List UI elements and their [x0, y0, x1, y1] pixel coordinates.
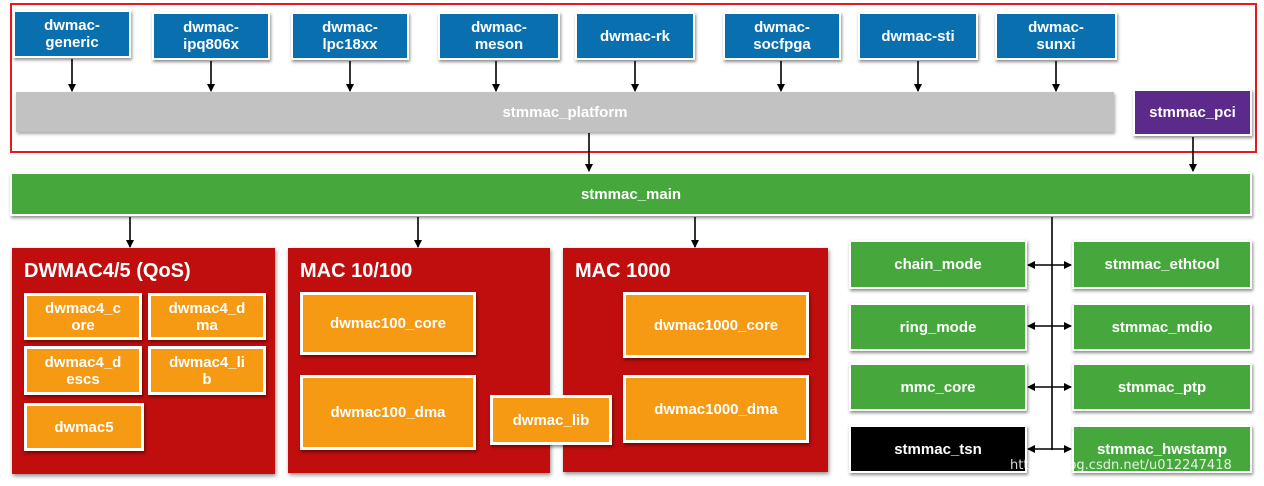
dwmac-sunxi-box[interactable]: dwmac- sunxi — [995, 12, 1117, 60]
dwmac-rk-box[interactable]: dwmac-rk — [575, 12, 695, 60]
stmmac-main-bar[interactable]: stmmac_main — [10, 172, 1252, 216]
stmmac-tsn-box[interactable]: stmmac_tsn — [849, 425, 1027, 473]
dwmac1000-core-box[interactable]: dwmac1000_core — [623, 292, 809, 358]
dwmac-socfpga-box[interactable]: dwmac- socfpga — [723, 12, 841, 60]
chain-mode-box[interactable]: chain_mode — [849, 240, 1027, 289]
stmmac-ethtool-box[interactable]: stmmac_ethtool — [1072, 240, 1252, 289]
dwmac100-core-box[interactable]: dwmac100_core — [300, 292, 476, 355]
stmmac-ptp-box[interactable]: stmmac_ptp — [1072, 363, 1252, 411]
dwmac4-5-panel-title: DWMAC4/5 (QoS) — [24, 260, 191, 282]
stmmac-mdio-box[interactable]: stmmac_mdio — [1072, 303, 1252, 351]
stmmac-platform-bar[interactable]: stmmac_platform — [16, 92, 1114, 132]
ring-mode-box[interactable]: ring_mode — [849, 303, 1027, 351]
platform-layer-outline — [10, 3, 1257, 153]
mac-10-100-panel-title: MAC 10/100 — [300, 260, 413, 282]
stmmac-pci-box[interactable]: stmmac_pci — [1133, 89, 1252, 136]
dwmac-sti-box[interactable]: dwmac-sti — [858, 12, 978, 60]
dwmac100-dma-box[interactable]: dwmac100_dma — [300, 375, 476, 450]
mmc-core-box[interactable]: mmc_core — [849, 363, 1027, 411]
dwmac1000-dma-box[interactable]: dwmac1000_dma — [623, 375, 809, 443]
watermark: https://blog.csdn.net/u012247418 — [1010, 458, 1232, 473]
dwmac5-box[interactable]: dwmac5 — [24, 403, 144, 451]
dwmac4-lib-box[interactable]: dwmac4_li b — [148, 346, 266, 395]
dwmac4-dma-box[interactable]: dwmac4_d ma — [148, 293, 266, 340]
dwmac-generic-box[interactable]: dwmac- generic — [13, 10, 131, 58]
dwmac4-core-box[interactable]: dwmac4_c ore — [24, 293, 142, 340]
dwmac-lib-box[interactable]: dwmac_lib — [490, 395, 612, 445]
dwmac4-descs-box[interactable]: dwmac4_d escs — [24, 346, 142, 395]
mac-1000-panel-title: MAC 1000 — [575, 260, 671, 282]
dwmac-lpc18xx-box[interactable]: dwmac- lpc18xx — [291, 12, 409, 60]
dwmac-ipq806x-box[interactable]: dwmac- ipq806x — [152, 12, 270, 60]
dwmac-meson-box[interactable]: dwmac- meson — [438, 12, 560, 60]
stmmac-hwstamp-box[interactable]: stmmac_hwstamp — [1072, 425, 1252, 473]
